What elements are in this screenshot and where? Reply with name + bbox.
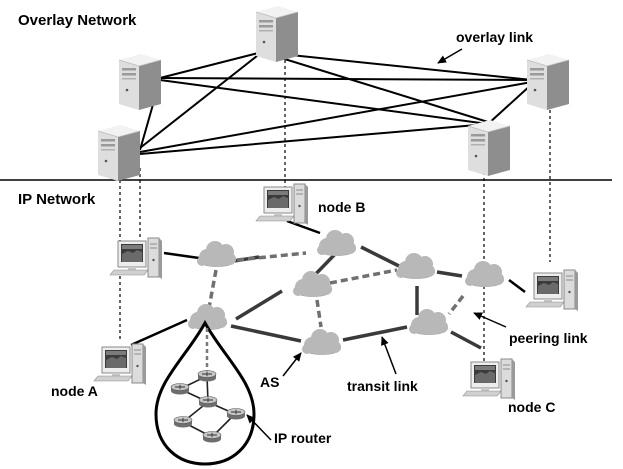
cloud-icon xyxy=(409,309,448,335)
cloud-icon xyxy=(197,241,236,267)
node-c-label: node C xyxy=(508,399,555,415)
desktop-computer-icon xyxy=(93,343,147,386)
router-icon xyxy=(202,431,222,443)
desktop-computer-icon xyxy=(462,358,516,401)
server-icon xyxy=(118,53,162,111)
server-icon xyxy=(526,53,570,111)
cloud-icon xyxy=(317,230,356,256)
ip-network-title: IP Network xyxy=(18,191,96,208)
overlay-links xyxy=(139,51,533,155)
cloud-icon xyxy=(302,329,341,355)
server-icon xyxy=(467,119,511,177)
annotation-arrows xyxy=(246,48,507,441)
router-icon xyxy=(226,408,246,420)
cloud-icon xyxy=(293,271,332,297)
server-icon xyxy=(255,5,299,63)
overlay-network-title: Overlay Network xyxy=(18,12,137,29)
router-icon xyxy=(197,370,217,382)
as-label: AS xyxy=(260,374,279,390)
node-a-label: node A xyxy=(51,383,98,399)
desktop-computer-icon xyxy=(525,269,579,312)
desktop-computer-icon xyxy=(255,183,309,226)
ip-router-label: IP router xyxy=(274,430,332,446)
cloud-icon xyxy=(396,253,435,279)
transit-link-label: transit link xyxy=(347,378,418,394)
cloud-icon xyxy=(465,261,504,287)
overlay-link-label: overlay link xyxy=(456,29,533,45)
node-b-label: node B xyxy=(318,199,365,215)
router-icon xyxy=(198,396,218,408)
ip-links xyxy=(130,219,526,350)
as-magnifier xyxy=(154,319,256,466)
server-icon xyxy=(97,124,141,182)
router-icon xyxy=(170,383,190,395)
desktop-computer-icon xyxy=(109,237,163,280)
peering-link-label: peering link xyxy=(509,330,588,346)
router-icon xyxy=(173,416,193,428)
